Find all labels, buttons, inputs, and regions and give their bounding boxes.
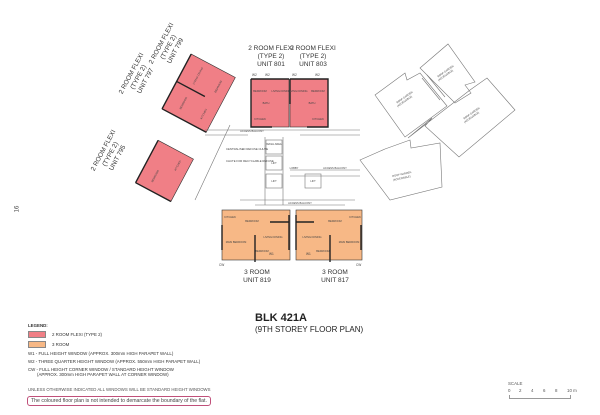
svg-text:ACCESS BALCONY: ACCESS BALCONY [323,166,347,170]
svg-text:UNIT 803: UNIT 803 [299,61,327,68]
unit-795-label: 2 ROOM FLEXI (TYPE 2) UNIT 795 [90,129,128,173]
svg-text:(TYPE 2): (TYPE 2) [258,53,285,60]
block-title: BLK 421A [255,312,307,324]
svg-text:3 ROOM: 3 ROOM [322,269,348,276]
svg-text:W2: W2 [252,73,257,77]
svg-text:LIVING/ DINING: LIVING/ DINING [302,235,321,239]
legend-cw-detail: (APPROX. 300mm HIGH PARAPET WALL AT CORN… [37,372,169,377]
scale-bar: SCALE 0 2 4 6 8 10 m [508,381,577,402]
access-balcony-label: ACCESS BALCONY [240,129,264,133]
svg-text:ACCESS BALCONY: ACCESS BALCONY [288,201,312,205]
legend-heading: LEGEND: [28,323,48,328]
svg-text:KITCHEN: KITCHEN [349,215,361,219]
svg-text:BEDROOM: BEDROOM [316,249,329,253]
svg-text:2 ROOM FLEXI: 2 ROOM FLEXI [290,45,336,52]
svg-text:MAIN BEDROOM: MAIN BEDROOM [339,240,360,244]
unit-801-plan: BEDROOM LIVING/ DINING KITCHEN BATH [250,78,291,128]
scale-label: SCALE [508,381,523,386]
svg-text:BEDROOM: BEDROOM [178,96,188,110]
svg-text:BEDROOM: BEDROOM [255,249,268,253]
svg-text:WASH AREA: WASH AREA [266,142,282,146]
unit-819-plan: MAIN BEDROOM BEDROOM LIVING/ DINING BEDR… [221,209,291,262]
svg-text:W2: W2 [292,73,297,77]
unit-799-797-plan: BEDROOM LIVING/ DINING KITCHEN BEDROOM [161,53,236,133]
svg-text:BEDROOM: BEDROOM [150,169,160,183]
svg-text:UNIT 801: UNIT 801 [257,61,285,68]
svg-text:CHUTE FOR RECYCLABLE REFUSE: CHUTE FOR RECYCLABLE REFUSE [226,159,274,163]
svg-text:LIFT: LIFT [310,179,316,183]
legend-w2: W2 - THREE QUARTER HEIGHT WINDOW (APPROX… [28,359,201,364]
unit-819-label: 3 ROOM UNIT 819 [243,269,271,284]
svg-text:BEDROOM: BEDROOM [328,219,341,223]
block-subtitle: (9TH STOREY FLOOR PLAN) [255,325,364,334]
legend-label: 3 ROOM [52,342,70,347]
scale-tick: 4 [531,388,534,393]
svg-text:LIVING/ DINING: LIVING/ DINING [288,89,307,93]
svg-text:W2: W2 [265,73,270,77]
scale-tick: 6 [543,388,546,393]
legend-item-2room: 2 ROOM FLEXI (TYPE 2) [28,331,200,338]
windows-note: UNLESS OTHERWISE INDICATED ALL WINDOWS W… [28,387,211,392]
disclaimer-note: The coloured floor plan is not intended … [27,396,211,406]
legend: LEGEND: 2 ROOM FLEXI (TYPE 2) 3 ROOM W1 … [28,323,200,377]
scale-tick: 10 m [567,388,577,393]
svg-text:CW: CW [356,263,361,267]
svg-text:CENTRALISED REFUSE CHUTE: CENTRALISED REFUSE CHUTE [226,147,268,151]
legend-w1: W1 - FULL HEIGHT WINDOW (APPROX. 300mm H… [28,351,174,356]
svg-text:LOBBY: LOBBY [290,166,299,170]
svg-text:LIVING/ DINING: LIVING/ DINING [263,235,282,239]
svg-text:UNIT 817: UNIT 817 [321,277,349,284]
unit-803-label: 2 ROOM FLEXI (TYPE 2) UNIT 803 [290,45,336,68]
svg-text:BEDROOM: BEDROOM [311,89,324,93]
svg-text:KITCHEN: KITCHEN [312,117,324,121]
svg-text:UNIT 819: UNIT 819 [243,277,271,284]
svg-text:W1: W1 [269,252,274,256]
svg-text:KITCHEN: KITCHEN [224,215,236,219]
scale-line [509,395,571,399]
svg-text:KITCHEN: KITCHEN [199,108,208,120]
svg-text:BEDROOM: BEDROOM [213,80,223,94]
svg-text:BEDROOM: BEDROOM [253,89,266,93]
svg-text:BATH: BATH [263,101,270,105]
scale-tick: 2 [519,388,522,393]
svg-text:2 ROOM FLEXI: 2 ROOM FLEXI [248,45,294,52]
unit-801-label: 2 ROOM FLEXI (TYPE 2) UNIT 801 [248,45,294,68]
svg-text:KITCHEN: KITCHEN [254,117,266,121]
svg-text:KITCHEN: KITCHEN [173,159,182,171]
svg-text:LIVING/ DINING: LIVING/ DINING [271,89,290,93]
svg-text:BEDROOM: BEDROOM [245,219,258,223]
legend-swatch-orange [28,341,46,348]
svg-text:ROOF GARDEN: ROOF GARDEN [392,170,412,178]
svg-text:LIFT: LIFT [271,179,277,183]
unit-817-plan: LIVING/ DINING BEDROOM MAIN BEDROOM BEDR… [295,209,363,262]
unit-803-plan: LIVING/ DINING BEDROOM KITCHEN BATH [288,78,329,128]
svg-text:MAIN BEDROOM: MAIN BEDROOM [226,240,247,244]
unit-795-plan: BEDROOM KITCHEN [134,139,194,203]
svg-text:(ACCESSIBLE): (ACCESSIBLE) [393,174,412,182]
svg-text:CW: CW [219,263,224,267]
scale-tick: 8 [555,388,558,393]
svg-text:LIFT: LIFT [271,161,277,165]
svg-text:W2: W2 [315,73,320,77]
svg-text:3 ROOM: 3 ROOM [244,269,270,276]
legend-swatch-pink [28,331,46,338]
legend-label: 2 ROOM FLEXI (TYPE 2) [52,332,103,337]
svg-text:BATH: BATH [309,101,316,105]
unit-817-label: 3 ROOM UNIT 817 [321,269,349,284]
scale-tick: 0 [508,388,511,393]
roof-gardens: ROOF GARDEN (ACCESSIBLE) ROOF GARDEN (AC… [359,43,516,201]
legend-cw: CW - FULL HEIGHT CORNER WINDOW / STANDAR… [28,367,174,372]
svg-text:(TYPE 2): (TYPE 2) [300,53,327,60]
unit-799-label: 2 ROOM FLEXI (TYPE 2) UNIT 799 [148,22,186,66]
svg-text:W1: W1 [306,252,311,256]
legend-item-3room: 3 ROOM [28,341,200,348]
